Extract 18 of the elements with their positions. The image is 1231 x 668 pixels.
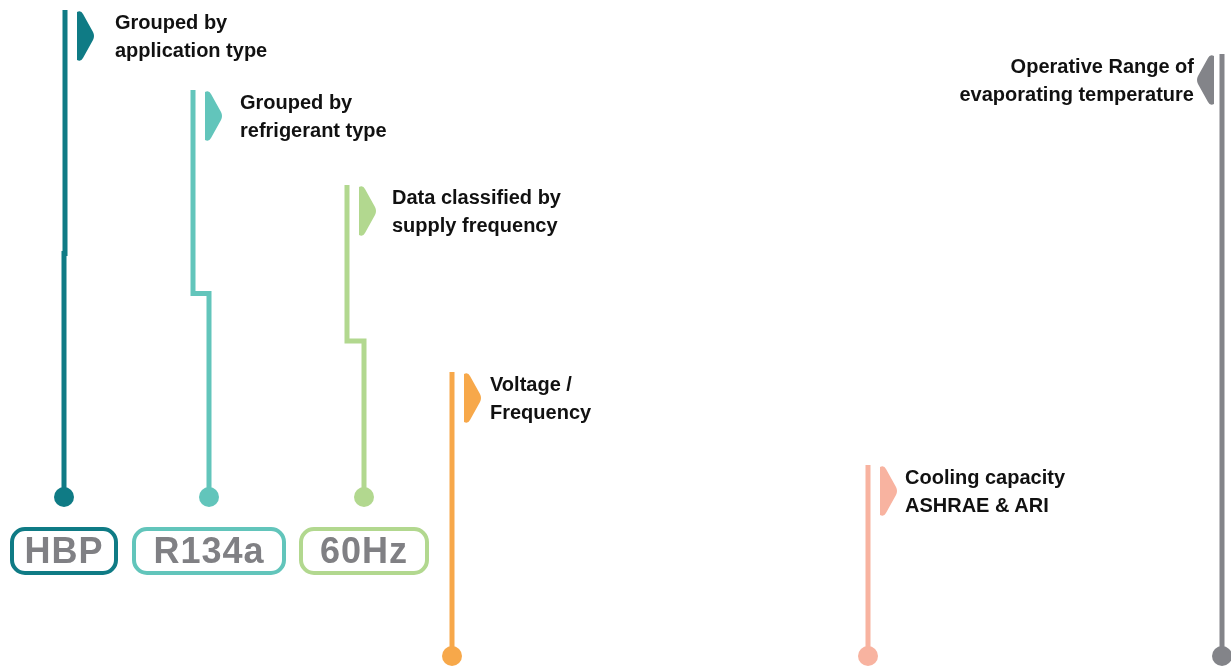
leader-line [190,90,219,507]
note-text: Grouped by application type [115,10,269,63]
leader-line [344,185,374,507]
note-text: Operative Range of evaporating temperature [958,54,1194,107]
code-box [10,527,118,575]
leader-line [54,10,74,507]
code-text: HBP [24,530,104,572]
code-box [299,527,429,575]
note-text: Grouped by refrigerant type [240,90,388,143]
note-text: Data classified by supply frequency [392,185,562,238]
note-text: Voltage / Frequency [490,372,593,425]
leader-line [1212,54,1231,666]
note-text: Cooling capacity ASHRAE & ARI [905,465,1067,518]
code-box [132,527,286,575]
leader-line [858,465,878,666]
code-text: 60Hz [319,530,408,572]
leader-line [442,372,462,666]
code-text: R134a [153,530,265,572]
